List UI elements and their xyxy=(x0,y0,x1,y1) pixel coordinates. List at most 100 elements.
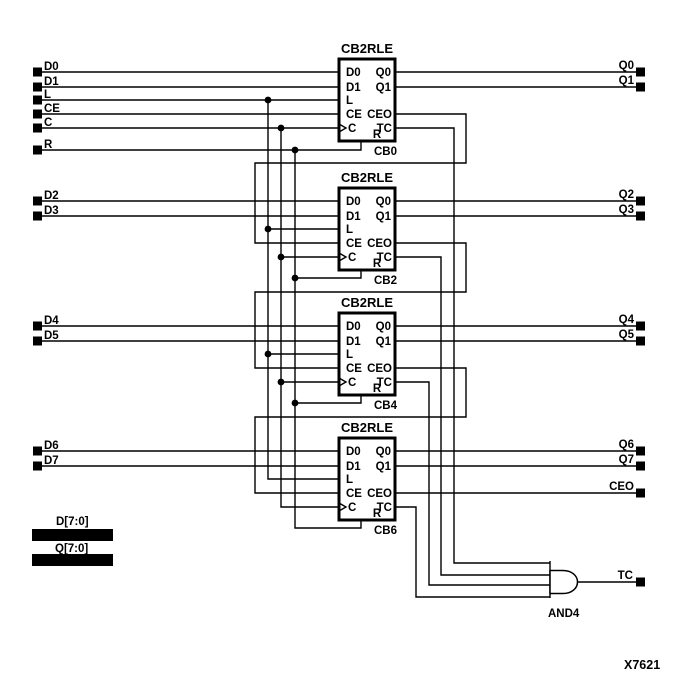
pad-tc xyxy=(636,577,645,587)
junction-c-top xyxy=(277,124,285,132)
cb2rle-block-1: CB2RLE D0 D1 L CE C Q0 Q1 CEO TC R CB0 xyxy=(337,41,397,158)
cb2rle-block-2: CB2RLE D0 D1 L CE C Q0 Q1 CEO TC R CB2 xyxy=(337,170,397,287)
pin-tc-1: TC xyxy=(377,123,392,135)
net-label-cb4: CB4 xyxy=(374,400,398,412)
block-body-2 xyxy=(337,186,397,272)
pin-ce-4: CE xyxy=(346,488,362,500)
pad-q1 xyxy=(636,82,645,92)
junction-l-block3 xyxy=(264,350,272,358)
input-label-d0: D0 xyxy=(44,61,59,73)
pad-ce xyxy=(33,109,42,119)
input-label-d5: D5 xyxy=(44,330,59,342)
pin-c-4: C xyxy=(348,502,356,514)
input-label-d4: D4 xyxy=(44,315,59,327)
wire-l-trunk xyxy=(267,100,339,480)
block-body-1 xyxy=(337,57,397,143)
junction-r-block2 xyxy=(291,274,299,282)
and4-body xyxy=(549,569,579,595)
junction-dots xyxy=(264,96,299,407)
output-label-q5: Q5 xyxy=(619,329,635,341)
junction-r-block3 xyxy=(291,399,299,407)
pin-r-1: R xyxy=(373,129,382,141)
bus-label-q: Q[7:0] xyxy=(55,543,88,555)
pin-l-3: L xyxy=(346,349,353,361)
pin-tc-3: TC xyxy=(377,377,392,389)
wire-tc2-net xyxy=(395,256,550,576)
input-label-l: L xyxy=(44,89,51,101)
input-label-ce: CE xyxy=(44,103,60,115)
pin-ceo-4: CEO xyxy=(367,488,392,500)
pin-q1-3: Q1 xyxy=(376,336,392,348)
wire-r-tap-block3 xyxy=(295,395,362,404)
pad-q4 xyxy=(636,321,645,331)
pad-d0 xyxy=(33,67,42,77)
pad-d4 xyxy=(33,321,42,331)
pin-q0-2: Q0 xyxy=(376,196,391,208)
pad-r xyxy=(33,145,42,155)
figure-id: X7621 xyxy=(624,658,660,672)
wire-tc1-net xyxy=(395,127,550,564)
pin-tc-2: TC xyxy=(377,252,392,264)
pin-ce-3: CE xyxy=(346,363,362,375)
block-body-4 xyxy=(337,436,397,522)
pin-d1-4: D1 xyxy=(346,461,361,473)
pad-q6 xyxy=(636,446,645,456)
pad-q3 xyxy=(636,211,645,221)
output-label-tc: TC xyxy=(618,570,633,582)
pin-ceo-1: CEO xyxy=(367,109,392,121)
wire-r-tap-block2 xyxy=(295,270,362,279)
junction-l-top xyxy=(264,96,272,104)
input-label-d6: D6 xyxy=(44,440,59,452)
bus-bar-d xyxy=(32,529,113,541)
junction-c-block2 xyxy=(277,253,285,261)
pin-r-2: R xyxy=(373,258,382,270)
pad-ceo xyxy=(636,488,645,498)
output-label-q3: Q3 xyxy=(619,204,634,216)
cb2rle-block-3: CB2RLE D0 D1 L CE C Q0 Q1 CEO TC R CB4 xyxy=(337,295,398,412)
wire-cb0-net xyxy=(254,113,467,244)
pin-r-3: R xyxy=(373,383,382,395)
pin-ceo-2: CEO xyxy=(367,238,392,250)
pin-ce-1: CE xyxy=(346,109,362,121)
pin-d1-1: D1 xyxy=(346,82,361,94)
cb2rle-block-4: CB2RLE D0 D1 L CE C Q0 Q1 CEO TC R CB6 xyxy=(337,420,397,537)
junction-c-block3 xyxy=(277,378,285,386)
output-label-ceo: CEO xyxy=(609,481,634,493)
block-title-1: CB2RLE xyxy=(341,41,393,56)
wire-c-trunk xyxy=(280,128,339,508)
wire-tc3-net xyxy=(395,381,550,586)
bus-label-d: D[7:0] xyxy=(56,516,89,528)
input-labels: D0 D1 L CE C R D2 D3 D4 D5 D6 D7 xyxy=(44,61,60,467)
pin-q1-1: Q1 xyxy=(376,82,392,94)
input-label-c: C xyxy=(44,117,52,129)
output-label-q7: Q7 xyxy=(619,454,634,466)
pin-d1-3: D1 xyxy=(346,336,361,348)
wire-tc4-net xyxy=(395,506,550,598)
pad-q0 xyxy=(636,67,645,77)
pin-c-1: C xyxy=(348,123,356,135)
pad-l xyxy=(33,95,42,105)
pin-q0-1: Q0 xyxy=(376,67,391,79)
and4-label: AND4 xyxy=(548,608,580,620)
pad-q5 xyxy=(636,336,645,346)
junction-l-block2 xyxy=(264,225,272,233)
pin-d1-2: D1 xyxy=(346,211,361,223)
pin-c-2: C xyxy=(348,252,356,264)
junction-r-top xyxy=(291,146,299,154)
input-label-d3: D3 xyxy=(44,205,59,217)
clock-chevron-3 xyxy=(338,377,348,387)
output-labels: Q0 Q1 Q2 Q3 Q4 Q5 Q6 Q7 CEO TC xyxy=(609,60,635,582)
and4-gate: AND4 xyxy=(548,561,636,620)
input-label-d1: D1 xyxy=(44,76,59,88)
pin-d0-2: D0 xyxy=(346,196,361,208)
io-pads xyxy=(33,67,645,587)
pin-d0-3: D0 xyxy=(346,321,361,333)
pin-q1-4: Q1 xyxy=(376,461,392,473)
output-label-q6: Q6 xyxy=(619,439,634,451)
pin-r-4: R xyxy=(373,508,382,520)
net-label-cb2: CB2 xyxy=(374,275,397,287)
block-title-3: CB2RLE xyxy=(341,295,393,310)
pin-d0-4: D0 xyxy=(346,446,361,458)
